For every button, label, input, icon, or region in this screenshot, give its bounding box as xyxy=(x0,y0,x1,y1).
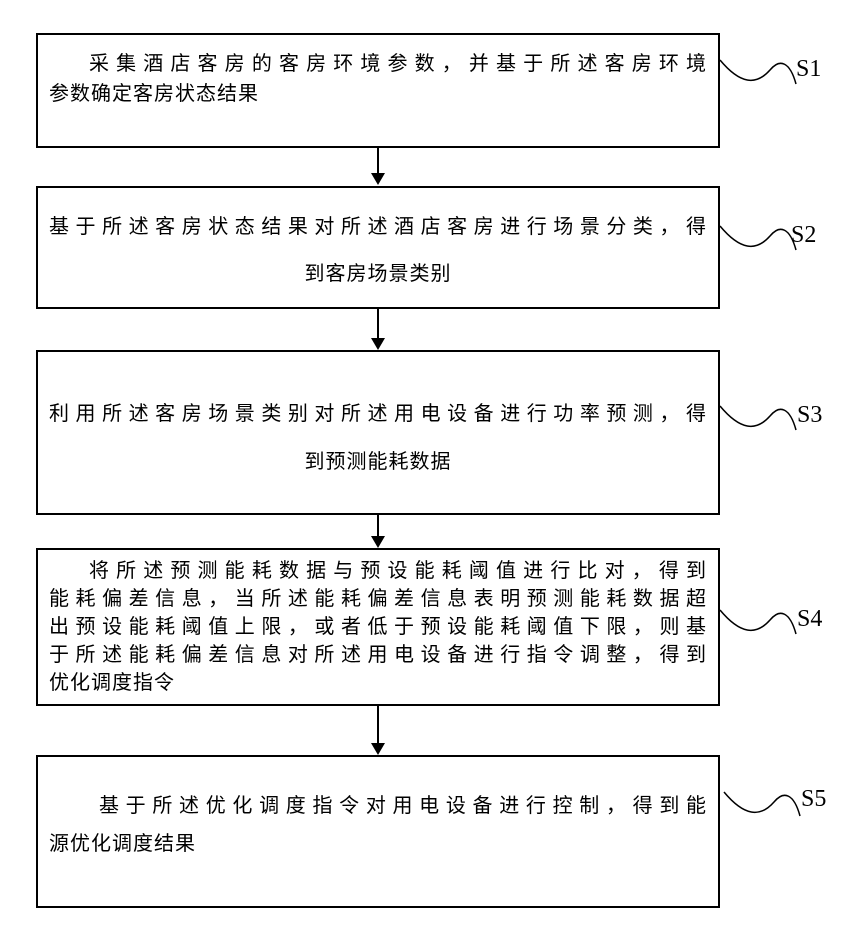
flow-arrow-1 xyxy=(371,148,385,185)
step-box-s5: 基于所述优化调度指令对用电设备进行控制，得到能 源优化调度结果 xyxy=(36,755,720,908)
step-box-s3: 利用所述客房场景类别对所述用电设备进行功率预测，得 到预测能耗数据 xyxy=(36,350,720,515)
step-label-s5: S5 xyxy=(801,786,827,812)
arrow-shaft xyxy=(377,515,379,537)
arrow-shaft xyxy=(377,706,379,744)
leader-line-s4 xyxy=(719,609,797,635)
step-box-s1: 采集酒店客房的客房环境参数，并基于所述客房环境 参数确定客房状态结果 xyxy=(36,33,720,148)
arrow-shaft xyxy=(377,309,379,339)
leader-line-s3 xyxy=(719,405,797,431)
flow-arrow-4 xyxy=(371,706,385,755)
leader-line-s2 xyxy=(719,225,797,251)
arrow-head xyxy=(371,173,385,185)
step-text-line: 参数确定客房状态结果 xyxy=(49,83,259,105)
arrow-head xyxy=(371,338,385,350)
step-text-line: 源优化调度结果 xyxy=(49,833,196,855)
step-text-line: 能耗偏差信息，当所述能耗偏差信息表明预测能耗数据超 xyxy=(49,588,707,610)
step-label-s2: S2 xyxy=(791,222,817,248)
step-label-s4: S4 xyxy=(797,606,823,632)
leader-line-s5 xyxy=(723,791,801,817)
arrow-head xyxy=(371,536,385,548)
step-text-line: 采集酒店客房的客房环境参数，并基于所述客房环境 xyxy=(89,53,707,75)
step-text-line: 到预测能耗数据 xyxy=(304,451,452,473)
step-text-line: 优化调度指令 xyxy=(49,672,175,694)
step-text-line: 出预设能耗阈值上限，或者低于预设能耗阈值下限，则基 xyxy=(49,616,707,638)
step-label-s3: S3 xyxy=(797,402,823,428)
flow-arrow-3 xyxy=(371,515,385,548)
arrow-shaft xyxy=(377,148,379,174)
step-label-s1: S1 xyxy=(796,56,822,82)
arrow-head xyxy=(371,743,385,755)
step-text-line: 利用所述客房场景类别对所述用电设备进行功率预测，得 xyxy=(49,403,707,425)
step-box-s4: 将所述预测能耗数据与预设能耗阈值进行比对，得到 能耗偏差信息，当所述能耗偏差信息… xyxy=(36,548,720,706)
step-text-line: 基于所述优化调度指令对用电设备进行控制，得到能 xyxy=(99,795,707,817)
leader-line-s1 xyxy=(719,59,797,85)
step-text-line: 基于所述客房状态结果对所述酒店客房进行场景分类，得 xyxy=(49,216,707,238)
step-text-line: 到客房场景类别 xyxy=(304,263,452,285)
step-text-line: 将所述预测能耗数据与预设能耗阈值进行比对，得到 xyxy=(89,560,707,582)
step-box-s2: 基于所述客房状态结果对所述酒店客房进行场景分类，得 到客房场景类别 xyxy=(36,186,720,309)
step-text-line: 于所述能耗偏差信息对所述用电设备进行指令调整，得到 xyxy=(49,644,707,666)
flow-arrow-2 xyxy=(371,309,385,350)
